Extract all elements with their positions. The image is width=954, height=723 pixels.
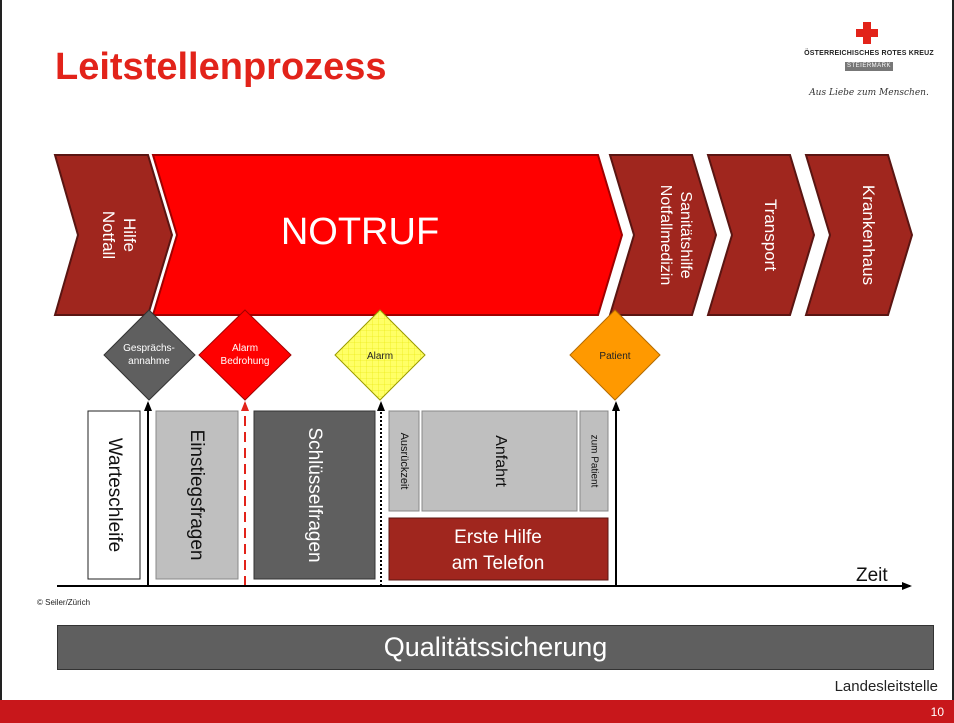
phase-schluesselfragen-label: Schlüsselfragen <box>304 427 325 562</box>
phase-erste-hilfe-telefon: Erste Hilfe am Telefon <box>388 517 609 581</box>
milestone-patient: Patient <box>569 309 661 401</box>
chevron-transport-label: Transport <box>761 199 780 271</box>
chevron-sanitaetshilfe: Sanitätshilfe Notfallmedizin <box>608 154 718 316</box>
phase-schluesselfragen: Schlüsselfragen <box>253 410 376 580</box>
chevron-notruf: NOTRUF <box>151 154 624 316</box>
phase-erste-hilfe-line1: Erste Hilfe <box>454 527 542 548</box>
milestone-alarm: Alarm <box>334 309 426 401</box>
red-cross-logo: ÖSTERREICHISCHES ROTES KREUZ STEIERMARK … <box>788 14 950 110</box>
milestone-gespraechsannahme-line2: annahme <box>128 356 170 367</box>
phase-erste-hilfe-line2: am Telefon <box>452 553 545 574</box>
chevron-hilfe-line2: Notfall <box>99 211 118 259</box>
logo-organization-name: ÖSTERREICHISCHES ROTES KREUZ <box>804 50 934 57</box>
phase-ausrueckzeit: Ausrückzeit <box>388 410 420 512</box>
logo-region: STEIERMARK <box>845 62 893 71</box>
milestone-patient-label: Patient <box>599 351 630 362</box>
phase-einstiegsfragen: Einstiegsfragen <box>155 410 239 580</box>
chevron-krankenhaus: Krankenhaus <box>804 154 914 316</box>
phase-zum-patient: zum Patient <box>579 410 609 512</box>
slide-border-right <box>952 0 954 700</box>
red-cross-icon-bar <box>856 29 878 37</box>
slide-title: Leitstellenprozess <box>55 46 387 88</box>
quality-assurance-label: Qualitätssicherung <box>383 632 608 662</box>
footer-bar: 10 <box>0 700 954 723</box>
chevron-notruf-label: NOTRUF <box>281 211 439 253</box>
phase-zum-patient-label: zum Patient <box>588 435 599 488</box>
time-axis-label: Zeit <box>856 565 888 586</box>
milestone-gespraechsannahme: Gesprächs- annahme <box>103 309 196 401</box>
chevron-sanitaetshilfe-line1: Sanitätshilfe <box>677 191 694 278</box>
quality-assurance-bar: Qualitätssicherung <box>57 625 934 670</box>
phase-ausrueckzeit-label: Ausrückzeit <box>398 433 410 490</box>
copyright-note: © Seiler/Zürich <box>37 598 91 607</box>
phase-anfahrt-label: Anfahrt <box>492 435 509 487</box>
milestone-alarm-bedrohung: Alarm Bedrohung <box>198 309 292 401</box>
chevron-krankenhaus-label: Krankenhaus <box>859 185 878 285</box>
logo-slogan: Aus Liebe zum Menschen. <box>809 88 929 98</box>
page-number: 10 <box>930 705 944 719</box>
phase-anfahrt: Anfahrt <box>421 410 578 512</box>
chevron-hilfe-line1: Hilfe <box>120 218 139 252</box>
milestone-gespraechsannahme-line1: Gesprächs- <box>123 343 175 354</box>
footer-organization: Landesleitstelle <box>834 678 938 695</box>
chevron-sanitaetshilfe-line2: Notfallmedizin <box>657 185 674 285</box>
milestone-alarm-bedrohung-line1: Alarm <box>232 343 258 354</box>
slide-border-left <box>0 0 2 700</box>
phase-einstiegsfragen-label: Einstiegsfragen <box>186 430 207 561</box>
chevron-transport: Transport <box>706 154 816 316</box>
phase-warteschleife: Warteschleife <box>87 410 141 580</box>
phase-warteschleife-label: Warteschleife <box>104 438 125 552</box>
milestone-alarm-label: Alarm <box>367 351 393 362</box>
chevron-hilfe-notfall: Hilfe Notfall <box>53 154 174 316</box>
milestone-alarm-bedrohung-line2: Bedrohung <box>221 356 270 367</box>
